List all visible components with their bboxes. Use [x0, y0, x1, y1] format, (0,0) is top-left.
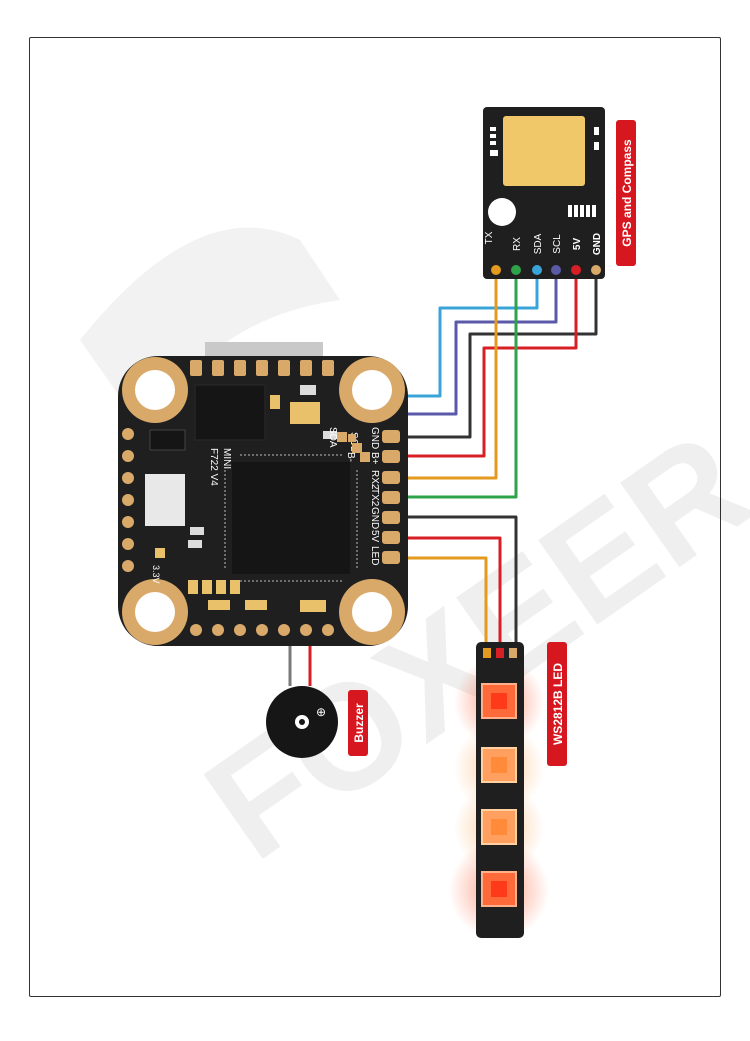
fc-pad-rx2: RX2: [369, 470, 380, 490]
gps-pin-sda: SDA: [533, 233, 544, 254]
wire-led-data: [400, 556, 488, 648]
buzzer-plus-sign: ⊕: [316, 705, 326, 719]
gps-pads: [491, 265, 601, 275]
fc-bottom-pads: [190, 624, 334, 636]
led-strip: [449, 642, 549, 940]
led-chips: [481, 683, 517, 907]
fc-pad-sda: SDA: [327, 427, 338, 448]
usb-connector: [205, 342, 323, 358]
fc-model-line2: F722 V4: [208, 448, 219, 486]
diagram-frame: [29, 37, 721, 997]
buzzer-tag-text: Buzzer: [352, 703, 366, 743]
crystal: [290, 402, 320, 424]
chip-top: [194, 384, 266, 441]
gps-tag-text: GPS and Compass: [620, 139, 634, 247]
baro-chip: [145, 474, 185, 526]
gps-pin-tx: TX: [484, 231, 495, 244]
fc-model-line1: MINI: [221, 448, 232, 469]
fc-pad-tx2: TX2: [369, 488, 380, 507]
mcu-pins: [224, 454, 358, 582]
fc-right-pads: [382, 430, 400, 564]
gps-dot: [488, 198, 516, 226]
smd-parts: [155, 395, 326, 612]
gps-pin-rx: RX: [512, 237, 523, 251]
wire-gps-tx: [400, 272, 498, 480]
flight-controller: MINI F722 V4 3.3V SDA SCL GND B+ B- RX2 …: [118, 342, 408, 646]
fc-pad-bplus: B+: [369, 452, 380, 465]
fc-top-pads: [190, 360, 334, 376]
wire-gps-5v: [400, 272, 578, 458]
fc-pad-gnd2: GND: [369, 507, 380, 529]
wire-gps-rx: [400, 272, 518, 499]
wire-led-gnd: [400, 515, 518, 648]
fc-pad-led: LED: [369, 546, 380, 565]
led-tag-text: WS2812B LED: [551, 663, 565, 745]
gps-pin-scl: SCL: [552, 234, 563, 254]
buzzer: ⊕: [266, 686, 338, 758]
fc-pad-5v: 5V: [369, 530, 380, 543]
fc-pad-gnd: GND: [369, 427, 380, 449]
gps-pin-5v: 5V: [572, 238, 583, 251]
fc-left-pads: [122, 428, 134, 572]
gps-antenna: [503, 116, 585, 186]
gps-module: TX RX SDA SCL 5V GND: [483, 107, 605, 279]
mcu-chip: [232, 462, 350, 574]
led-strip-pads: [483, 648, 517, 658]
wire-led-5v: [400, 536, 502, 648]
gps-tag: GPS and Compass: [616, 120, 636, 266]
wire-gps-gnd: [400, 272, 598, 439]
fc-voltage-label: 3.3V: [151, 565, 161, 584]
fc-pad-bminus: B-: [345, 452, 356, 462]
gps-pin-gnd: GND: [592, 233, 603, 255]
buzzer-tag: Buzzer: [348, 690, 368, 756]
led-tag: WS2812B LED: [547, 642, 567, 766]
